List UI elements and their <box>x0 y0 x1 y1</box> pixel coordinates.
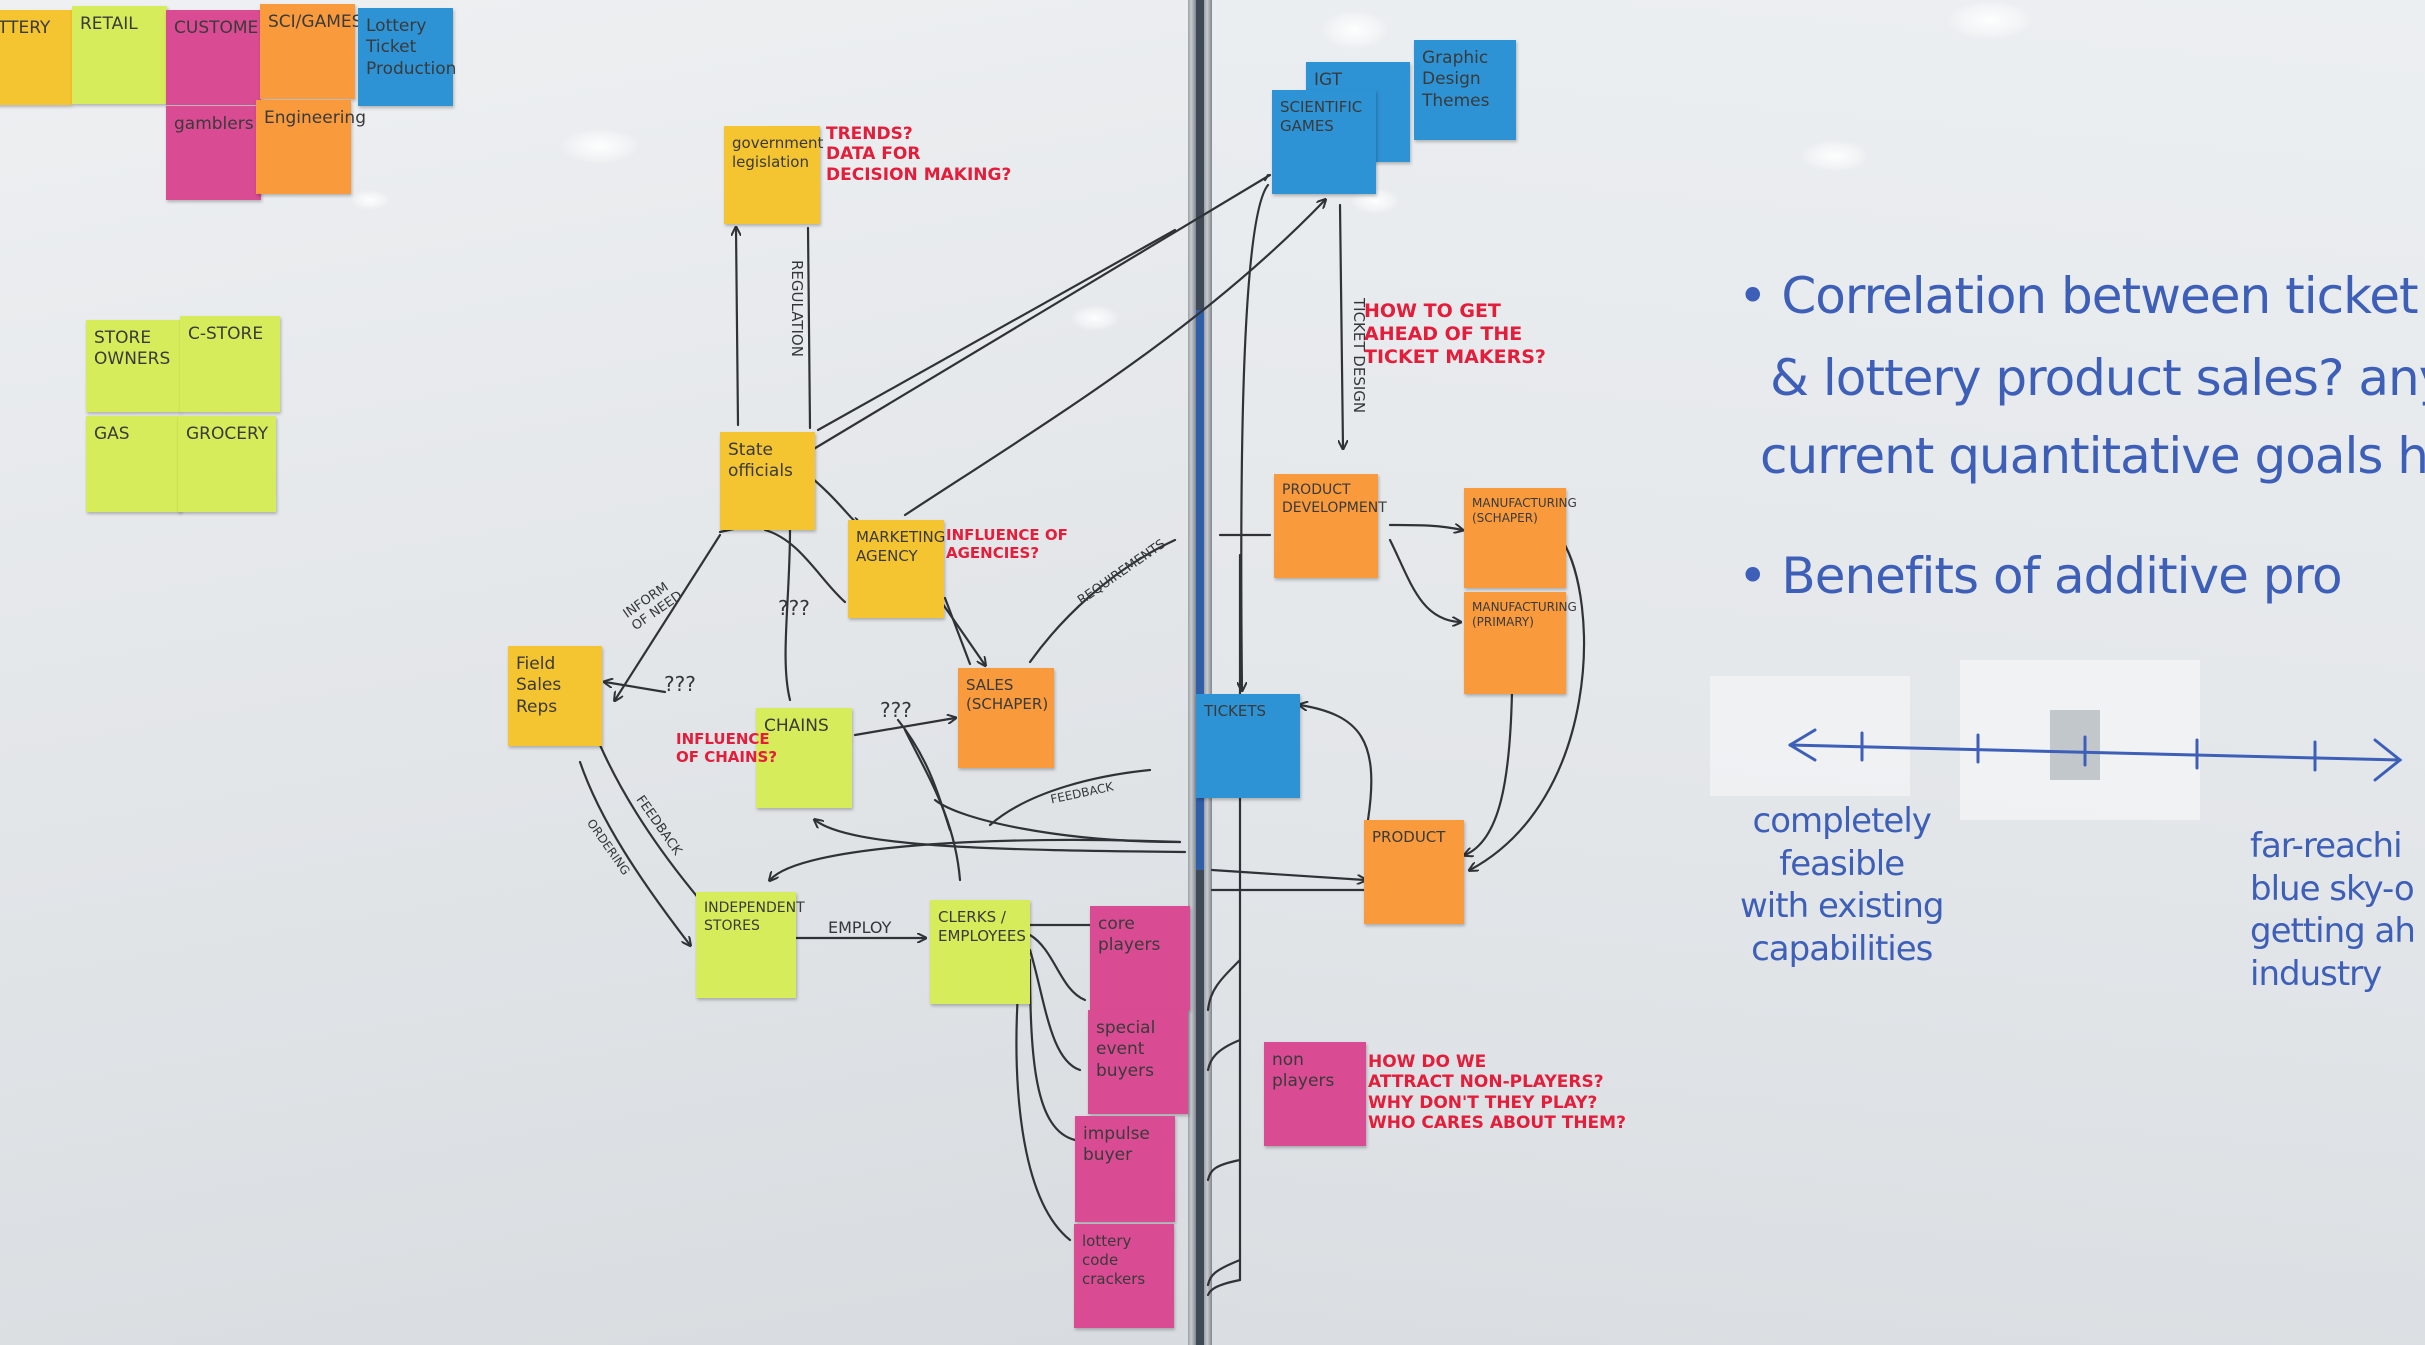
sticky-note-marketing-agency: MARKETING AGENCY <box>848 520 944 618</box>
sticky-note-non-players: non players <box>1264 1042 1366 1146</box>
annotation-trends: TRENDS? DATA FOR DECISION MAKING? <box>826 124 1011 185</box>
annotation-how-do-we-attract: HOW DO WE ATTRACT NON-PLAYERS? WHY DON'T… <box>1368 1052 1626 1134</box>
bullet-correlation-line2: & lottery product sales? any <box>1770 350 2425 408</box>
sticky-note-c-store: C-STORE <box>180 316 280 412</box>
bullet-benefits: • Benefits of additive pro <box>1738 548 2342 606</box>
edge-label-unknown-3: ??? <box>880 698 912 722</box>
axis-label-far-reaching: far-reachi blue sky-o getting ah industr… <box>2250 825 2415 995</box>
sticky-note-lottery-code-crackers: lottery code crackers <box>1074 1224 1174 1328</box>
sticky-note-manufacturing-primary: MANUFACTURING (PRIMARY) <box>1464 592 1566 694</box>
sticky-note-special-event-buyers: special event buyers <box>1088 1010 1188 1114</box>
sticky-note-independent-stores: INDEPENDENT STORES <box>696 892 796 998</box>
annotation-influence-chains: INFLUENCE OF CHAINS? <box>676 730 777 766</box>
sticky-note-clerks-employees: CLERKS / EMPLOYEES <box>930 900 1030 1004</box>
sticky-note-impulse-buyer: impulse buyer <box>1075 1116 1175 1222</box>
bullet-correlation-line1: • Correlation between ticket s <box>1738 268 2425 326</box>
sticky-note-government-legislation: government legislation <box>724 126 820 224</box>
sticky-note-store-owners: STORE OWNERS <box>86 320 181 412</box>
annotation-influence-agencies: INFLUENCE OF AGENCIES? <box>946 526 1068 562</box>
edge-label-employ: EMPLOY <box>828 918 891 937</box>
annotation-how-to-get-ahead: HOW TO GET AHEAD OF THE TICKET MAKERS? <box>1364 300 1546 368</box>
sticky-note-tickets: TICKETS <box>1196 694 1300 798</box>
sticky-note-product: PRODUCT <box>1364 820 1464 924</box>
sticky-note-scientific: SCI/GAMES <box>260 4 355 99</box>
sticky-note-gamblers: gamblers <box>166 106 261 200</box>
edge-label-regulation: REGULATION <box>788 260 806 357</box>
sticky-note-customers: CUSTOMERS <box>166 10 261 105</box>
edge-label-unknown-1: ??? <box>778 596 810 620</box>
sticky-note-field-sales-reps: Field Sales Reps <box>508 646 602 746</box>
sticky-note-gas: GAS <box>86 416 181 512</box>
sticky-note-state-officials: State officials <box>720 432 815 530</box>
sticky-note-sales: SALES (SCHAPER) <box>958 668 1054 768</box>
sticky-note-product-development: PRODUCT DEVELOPMENT <box>1274 474 1378 578</box>
sticky-note-lottery: TTERY <box>0 10 72 105</box>
edge-label-unknown-2: ??? <box>664 672 696 696</box>
bullet-correlation-line3: current quantitative goals h <box>1760 428 2425 486</box>
sticky-note-engineering: Engineering <box>256 100 351 194</box>
sticky-note-ticket-production: Lottery Ticket Production <box>358 8 453 106</box>
sticky-note-graphic-design-themes: Graphic Design Themes <box>1414 40 1516 140</box>
sticky-note-core-players: core players <box>1090 906 1190 1010</box>
axis-label-feasible: completely feasible with existing capabi… <box>1740 800 1943 970</box>
sticky-note-manufacturing-schaper: MANUFACTURING (SCHAPER) <box>1464 488 1566 588</box>
sticky-note-retail: RETAIL <box>72 6 167 104</box>
sticky-note-scientific-games: SCIENTIFIC GAMES <box>1272 90 1376 194</box>
edge-label-ticket-design: TICKET DESIGN <box>1350 298 1368 413</box>
sticky-note-grocery: GROCERY <box>178 416 276 512</box>
